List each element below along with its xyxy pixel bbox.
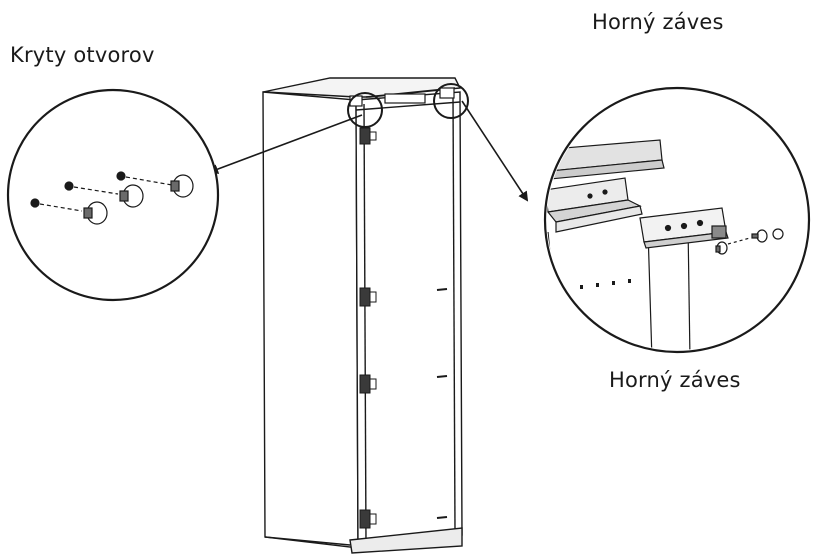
top-hinge-detail: [543, 86, 811, 354]
label-hole-covers: Kryty otvorov: [10, 43, 155, 67]
zoom-source-left: [347, 92, 383, 128]
top-mechanism: [349, 87, 455, 107]
hole-covers-detail: [6, 88, 220, 302]
label-top-hinge-title: Horný záves: [592, 10, 724, 34]
zoom-source-right: [433, 83, 469, 119]
arrow-to-left-detail: [208, 114, 363, 174]
arrow-to-right-detail: [461, 100, 529, 202]
appliance-cabinet: [262, 77, 463, 554]
mounting-marks: [436, 288, 448, 519]
label-top-hinge-caption: Horný záves: [609, 368, 741, 392]
